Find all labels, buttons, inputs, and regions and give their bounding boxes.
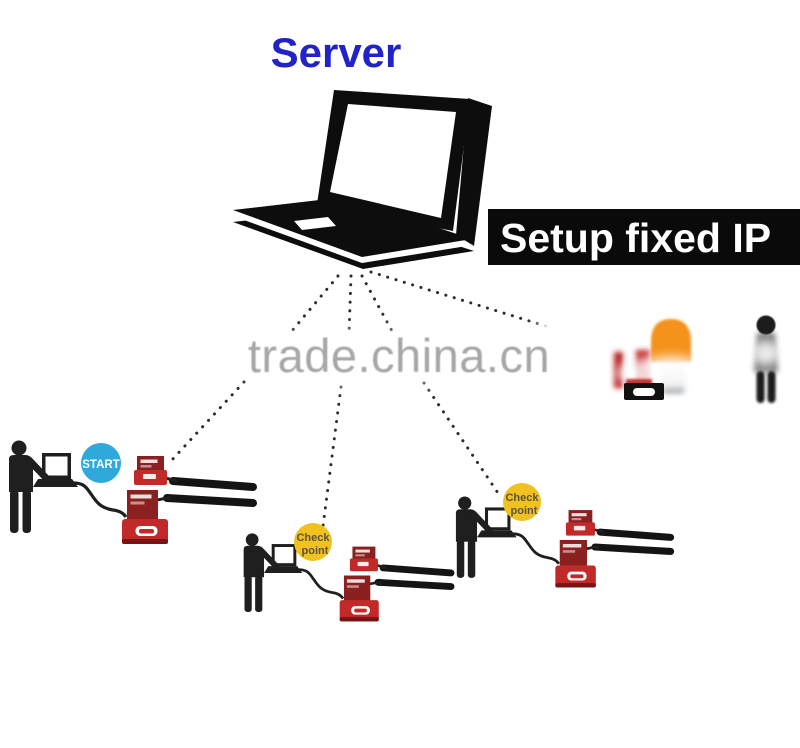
dotted-link-6 [321,385,343,528]
laptop-base-upper [233,197,472,257]
haze-overlay [210,318,780,388]
station-checkpoint-2 [456,496,671,587]
checkpoint-badge-2-line1: Check [505,492,539,504]
checkpoint-badge-2-line2: point [511,505,538,517]
checkpoint-badge-1-line2: point [302,545,329,557]
network-links [169,270,554,528]
laptop-screen [330,104,456,218]
dotted-link-4 [369,270,554,330]
checkpoint-badge-1: Check point [294,523,332,561]
dotted-link-3 [360,274,394,333]
beacon-base [624,379,664,400]
start-badge-label: START [82,459,119,471]
runner-crisp [756,315,776,403]
dotted-link-5 [169,380,246,463]
checkpoint-badge-2: Check point [503,483,541,521]
runner-leg-left [756,371,765,403]
setup-banner: Setup fixed IP [488,209,800,265]
dotted-link-2 [347,274,353,336]
station-checkpoint-1 [244,533,451,621]
server-title: Server [271,29,402,76]
station-start [9,441,253,545]
watermark-text: trade.china.cn [248,329,550,382]
runner-leg-right [767,371,776,403]
dotted-link-7 [422,381,500,495]
laptop-touchpad [294,217,336,230]
beacon-dome [646,319,698,372]
dotted-link-1 [289,274,340,334]
server-laptop-icon [233,90,492,269]
setup-banner-text: Setup fixed IP [500,215,771,261]
runner-head [756,315,776,335]
checkpoint-badge-1-line1: Check [296,532,330,544]
start-badge: START [81,443,121,483]
